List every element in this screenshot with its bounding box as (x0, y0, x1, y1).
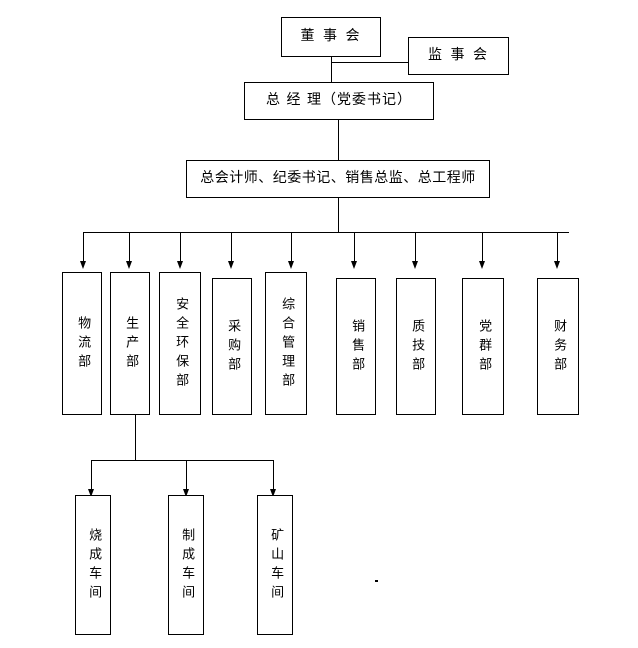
node-workshop-firing[interactable]: 烧成车间 (75, 495, 111, 635)
node-workshop-manufacturing-label: 制成车间 (179, 528, 195, 604)
connector-gm-to-executives (338, 120, 339, 160)
arrow-to-department-4 (288, 232, 294, 269)
arrow-to-department-1 (126, 232, 132, 269)
node-board-of-supervisors[interactable]: 监 事 会 (408, 37, 509, 75)
node-department-procurement[interactable]: 采购部 (212, 278, 252, 415)
arrow-to-workshop-1 (183, 460, 189, 497)
department-distribution-bar (83, 232, 569, 233)
arrow-to-department-3 (228, 232, 234, 269)
arrow-to-department-7 (479, 232, 485, 269)
node-department-general-administration[interactable]: 综合管理部 (265, 272, 307, 415)
node-workshop-firing-label: 烧成车间 (86, 528, 102, 604)
node-department-sales-label: 销售部 (349, 319, 365, 376)
node-general-manager-label: 总 经 理（党委书记） (266, 92, 412, 109)
node-department-quality-technology[interactable]: 质技部 (396, 278, 436, 415)
node-department-party-affairs-label: 党群部 (476, 319, 492, 376)
node-board-of-directors-label: 董 事 会 (300, 28, 362, 45)
node-board-of-directors[interactable]: 董 事 会 (281, 17, 381, 57)
arrow-to-department-8 (554, 232, 560, 269)
node-department-production-label: 生产部 (123, 316, 139, 373)
node-department-logistics-label: 物流部 (75, 316, 91, 373)
arrow-to-department-6 (412, 232, 418, 269)
arrow-to-workshop-0 (88, 460, 94, 497)
node-department-logistics[interactable]: 物流部 (62, 272, 102, 415)
node-department-general-administration-label: 综合管理部 (279, 297, 295, 392)
node-department-finance-label: 财务部 (551, 319, 567, 376)
arrow-to-department-5 (351, 232, 357, 269)
node-department-production[interactable]: 生产部 (110, 272, 150, 415)
node-workshop-manufacturing[interactable]: 制成车间 (168, 495, 204, 635)
connector-board-to-gm (331, 57, 332, 82)
node-department-safety-environment-label: 安全环保部 (173, 297, 189, 392)
node-board-of-supervisors-label: 监 事 会 (428, 47, 489, 64)
node-department-party-affairs[interactable]: 党群部 (462, 278, 504, 415)
stray-mark (375, 580, 378, 582)
node-executives[interactable]: 总会计师、纪委书记、销售总监、总工程师 (186, 160, 490, 198)
connector-board-to-supervisors (331, 62, 409, 63)
node-department-procurement-label: 采购部 (225, 319, 241, 376)
node-workshop-mine[interactable]: 矿山车间 (257, 495, 293, 635)
arrow-to-department-2 (177, 232, 183, 269)
node-department-quality-technology-label: 质技部 (409, 319, 425, 376)
arrow-to-department-0 (80, 232, 86, 269)
node-department-finance[interactable]: 财务部 (537, 278, 579, 415)
connector-production-to-workshops (135, 415, 136, 461)
connector-executives-to-departments (338, 198, 339, 233)
node-general-manager[interactable]: 总 经 理（党委书记） (244, 82, 434, 120)
node-department-safety-environment[interactable]: 安全环保部 (159, 272, 201, 415)
node-workshop-mine-label: 矿山车间 (268, 528, 284, 604)
node-department-sales[interactable]: 销售部 (336, 278, 376, 415)
node-executives-label: 总会计师、纪委书记、销售总监、总工程师 (200, 170, 476, 187)
workshop-distribution-bar (91, 460, 274, 461)
arrow-to-workshop-2 (270, 460, 276, 497)
